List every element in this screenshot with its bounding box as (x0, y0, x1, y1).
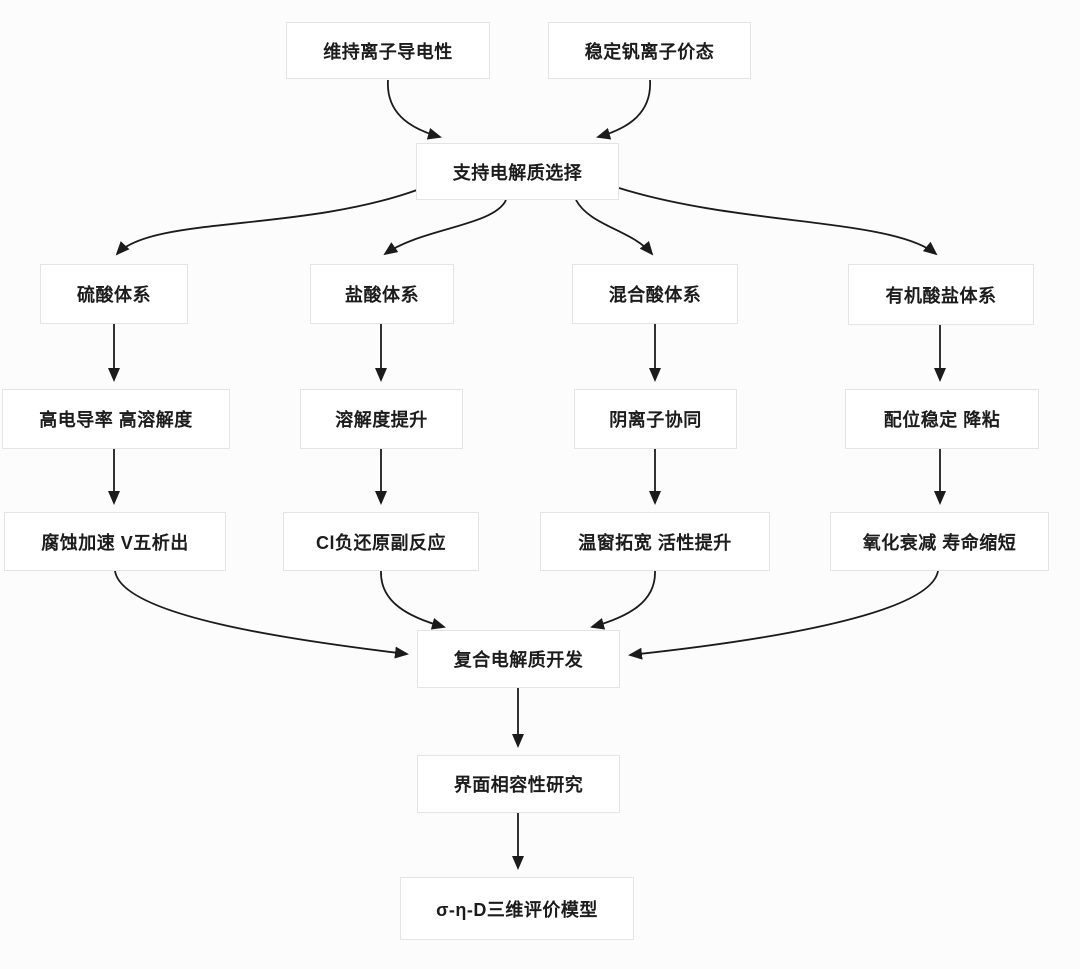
node-corrosion-v5-precipitation: 腐蚀加速 V五析出 (4, 512, 226, 571)
edge-support-to-mixed-arrow (575, 199, 654, 256)
node-high-conductivity-solubility: 高电导率 高溶解度 (2, 389, 230, 449)
node-hydrochloric-acid-system: 盐酸体系 (310, 264, 454, 324)
edge-clside-to-composite-arrow (380, 570, 446, 630)
node-supporting-electrolyte-selection: 支持电解质选择 (416, 143, 619, 200)
node-anion-synergy: 阴离子协同 (574, 389, 737, 449)
node-composite-electrolyte-development: 复合电解质开发 (417, 630, 620, 688)
edge-maintain-to-support-arrow (387, 79, 442, 140)
edge-corrosion-to-composite-arrow (114, 570, 409, 659)
edge-stabilize-to-support-arrow (596, 79, 651, 140)
node-sulfuric-acid-system: 硫酸体系 (40, 264, 188, 324)
edge-support-to-hcl-arrow (383, 199, 507, 256)
edge-oxidation-to-composite-arrow (628, 570, 939, 660)
edge-tempwin-to-composite-arrow (590, 570, 656, 630)
node-maintain-ionic-conductivity: 维持离子导电性 (286, 22, 490, 79)
node-organic-acid-salt-system: 有机酸盐体系 (848, 264, 1034, 325)
node-3d-evaluation-model: σ-η-D三维评价模型 (400, 877, 634, 940)
node-mixed-acid-system: 混合酸体系 (572, 264, 738, 324)
node-coordination-stability-viscosity: 配位稳定 降粘 (845, 389, 1039, 449)
node-stabilize-vanadium-valence: 稳定钒离子价态 (548, 22, 751, 79)
edge-support-to-organic-arrow (618, 187, 938, 256)
node-solubility-improvement: 溶解度提升 (300, 389, 463, 449)
node-cl-reduction-side-reaction: Cl负还原副反应 (283, 512, 479, 571)
node-interface-compatibility-research: 界面相容性研究 (417, 755, 620, 813)
edge-support-to-sulfuric-arrow (115, 189, 418, 256)
node-temperature-window-activity: 温窗拓宽 活性提升 (540, 512, 770, 571)
node-oxidation-decay-lifetime: 氧化衰减 寿命缩短 (830, 512, 1049, 571)
